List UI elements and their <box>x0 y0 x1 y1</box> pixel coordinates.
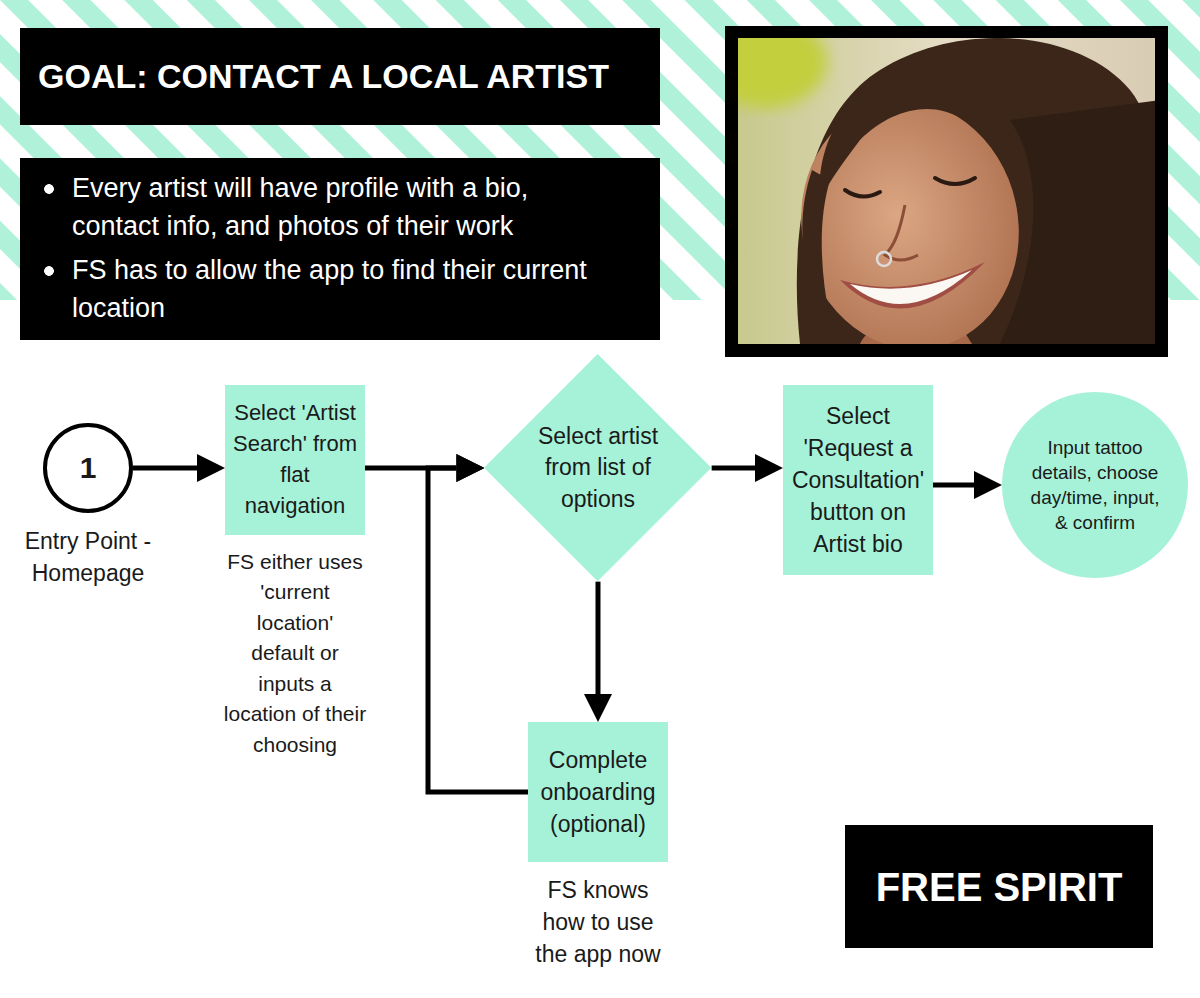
title-text: GOAL: CONTACT A LOCAL ARTIST <box>38 56 609 97</box>
flow-arrow <box>933 483 974 488</box>
node-text: FREE SPIRIT <box>855 863 1143 911</box>
brand-box: FREE SPIRIT <box>845 825 1153 948</box>
process-box: Complete onboarding (optional)FS knows h… <box>528 722 668 862</box>
flow-arrow <box>595 582 600 694</box>
flow-arrow <box>133 466 197 471</box>
node-text: Input tattoo details, choose day/time, i… <box>1030 435 1160 535</box>
process-box: Select 'Request a Consultation' button o… <box>783 385 933 575</box>
note-panel: Every artist will have profile with a bi… <box>20 158 660 340</box>
decision-diamond: Select artist from list of options <box>484 354 711 581</box>
node-caption: FS either uses 'current location' defaul… <box>223 547 368 760</box>
node-text: Complete onboarding (optional) <box>533 744 663 841</box>
node-caption: FS knows how to use the app now <box>528 874 668 971</box>
node-text: Select artist from list of options <box>523 421 673 514</box>
flow-arrow <box>712 465 755 470</box>
process-box: Select 'Artist Search' from flat navigat… <box>225 385 365 535</box>
node-text: 1 <box>58 450 118 486</box>
end-circle: Input tattoo details, choose day/time, i… <box>1002 392 1188 578</box>
portrait-photo <box>703 16 1168 370</box>
bullet-text: Every artist will have profile with a bi… <box>42 170 604 246</box>
node-caption: Entry Point - Homepage <box>13 525 163 589</box>
flow-arrow <box>428 468 528 792</box>
node-text: Select 'Artist Search' from flat navigat… <box>230 398 360 521</box>
title-bar: GOAL: CONTACT A LOCAL ARTIST <box>20 28 660 125</box>
node-text: Select 'Request a Consultation' button o… <box>788 400 928 561</box>
start-circle: 1Entry Point - Homepage <box>43 423 133 513</box>
circle-outline <box>1002 392 1188 578</box>
bullet-text: FS has to allow the app to find their cu… <box>42 252 604 328</box>
